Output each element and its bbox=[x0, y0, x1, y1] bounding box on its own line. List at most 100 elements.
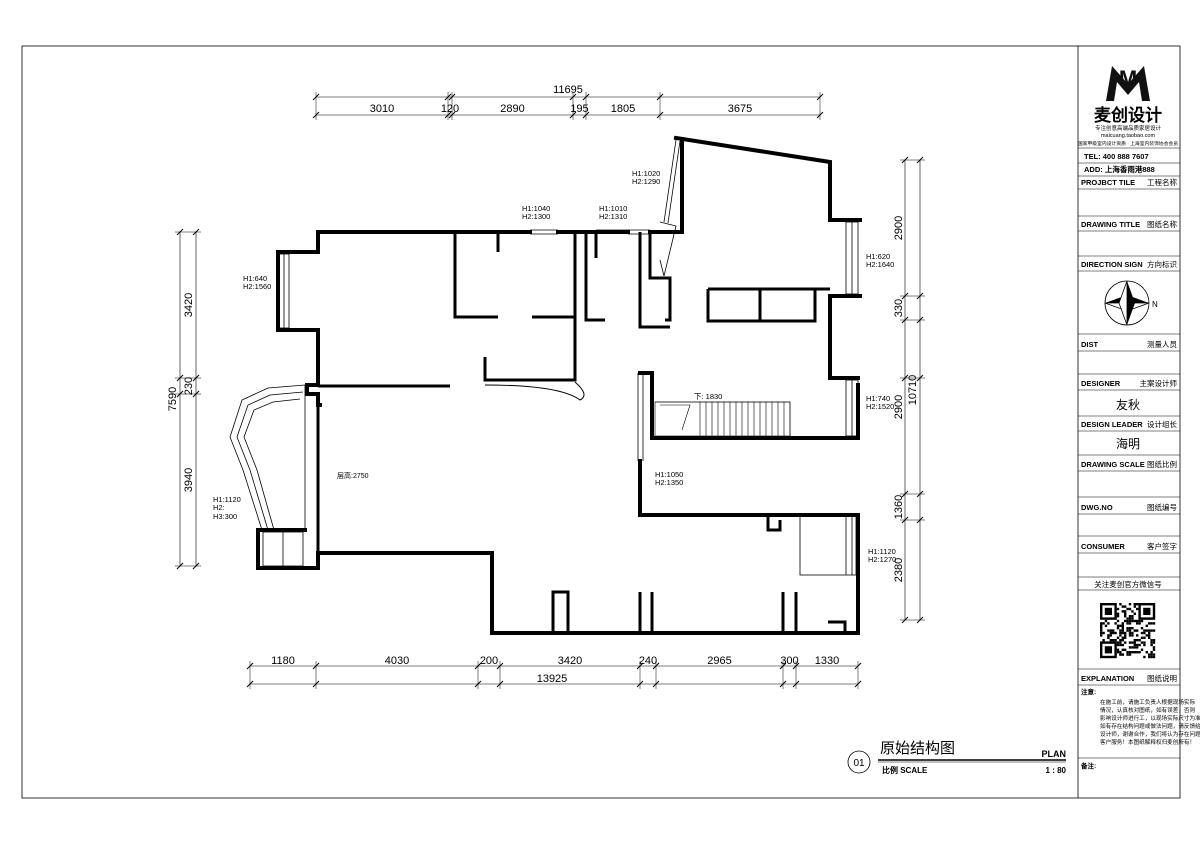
dim-overall-top: 11695 bbox=[553, 84, 583, 96]
note-line: 情况，认真核对图纸，如有误差，否则 bbox=[1100, 706, 1196, 714]
dist-cn: 测量人员 bbox=[1147, 340, 1177, 349]
brand-logo: M bbox=[1106, 66, 1150, 101]
note-line: 设计师，谢谢合作，我们将认为存在问题 bbox=[1100, 730, 1200, 738]
window-w4-h1: H1:1020 bbox=[632, 169, 660, 178]
door-swing bbox=[484, 381, 585, 401]
dim-bottom-segment: 200 bbox=[480, 655, 498, 667]
dim-top-segment: 3010 bbox=[370, 103, 394, 115]
dim-top-segment: 2890 bbox=[500, 103, 524, 115]
window-w3-h2: H2:1310 bbox=[599, 212, 627, 221]
brand-slogan: 专注创意高端品质家居设计 bbox=[1095, 124, 1162, 132]
note-line: 影响设计师进行工，以现场实际尺寸为准 bbox=[1100, 714, 1200, 722]
notes-title: 注意: bbox=[1081, 687, 1096, 696]
sheet-border bbox=[21, 45, 1181, 799]
window-w5-h1: H1:620 bbox=[866, 252, 890, 261]
designer-cn: 主案设计师 bbox=[1140, 378, 1178, 388]
window-w2-h1: H1:1040 bbox=[522, 204, 550, 213]
window-w7-h1: H1:1050 bbox=[655, 470, 683, 479]
window-w5-h2: H2:1640 bbox=[866, 260, 894, 269]
note-line: 如有存在结构问题或做法问题，请反馈给 bbox=[1100, 722, 1200, 730]
qr-code-icon bbox=[1098, 601, 1158, 661]
drawing-caption-title: 原始结构图 bbox=[880, 740, 955, 757]
drawing-scale-cn: 图纸比例 bbox=[1147, 459, 1177, 469]
ceiling-height-label: 层高:2750 bbox=[337, 471, 369, 480]
dim-bottom-segment: 240 bbox=[639, 655, 657, 667]
dim-top-segment: 195 bbox=[570, 103, 588, 115]
dim-left-segment: 3420 bbox=[183, 293, 195, 317]
window-w8-h1: H1:1120 bbox=[868, 547, 896, 556]
staircase bbox=[654, 401, 791, 437]
window-frames bbox=[262, 139, 859, 576]
north-label: N bbox=[1152, 300, 1158, 309]
dimension-lines bbox=[179, 96, 921, 685]
title-block-labels: TEL: 400 888 7607 ADD: 上海香雨港888 PROJBCT … bbox=[1081, 152, 1155, 683]
scale-value: 1 : 80 bbox=[1046, 766, 1067, 775]
drawing-scale-en: DRAWING SCALE bbox=[1081, 460, 1145, 469]
window-w9-h2: H2: bbox=[213, 503, 225, 512]
stair-label: 下: 1830 bbox=[694, 392, 722, 401]
explanation-en: EXPLANATION bbox=[1081, 674, 1134, 683]
dim-bottom-segment: 300 bbox=[780, 655, 798, 667]
dim-top-segment: 1805 bbox=[611, 103, 635, 115]
address-text: ADD: 上海香雨港888 bbox=[1084, 164, 1155, 174]
tel-text: TEL: 400 888 7607 bbox=[1084, 152, 1149, 161]
dim-right-segment: 2900 bbox=[893, 395, 905, 419]
plan-label: PLAN bbox=[1042, 749, 1067, 759]
remark-label: 备注: bbox=[1080, 761, 1096, 770]
dim-right-segment: 2380 bbox=[893, 558, 905, 582]
dim-top-segment: 120 bbox=[441, 103, 459, 115]
window-w6-h1: H1:740 bbox=[866, 394, 890, 403]
direction-sign-cn: 方向标识 bbox=[1147, 259, 1177, 269]
dim-bottom-segment: 1330 bbox=[815, 655, 839, 667]
brand-credential: 国家甲级室内设计资质 · 上海室内装饰协会会员 bbox=[1078, 140, 1178, 147]
dim-overall-bottom: 13925 bbox=[537, 673, 568, 685]
wechat-caption: 关注麦创官方微信号 bbox=[1094, 579, 1162, 589]
title-block-cn-labels: 工程名称 图纸名称 方向标识 测量人员 主案设计师 设计组长 图纸比例 图纸编号… bbox=[1140, 177, 1178, 683]
dim-left-segment: 230 bbox=[183, 377, 195, 395]
window-w4-h2: H2:1290 bbox=[632, 177, 660, 186]
title-block-rows bbox=[1078, 147, 1180, 759]
dim-overall-right: 10710 bbox=[907, 375, 919, 406]
bay-window-left bbox=[229, 384, 306, 531]
window-w1-h1: H1:640 bbox=[243, 274, 267, 283]
designer-name: 友秋 bbox=[1116, 398, 1140, 412]
dim-right-segment: 330 bbox=[893, 299, 905, 317]
project-title-cn: 工程名称 bbox=[1147, 177, 1177, 187]
drawing-number-circle bbox=[847, 750, 871, 774]
dim-top-segment: 3675 bbox=[728, 103, 752, 115]
dim-bottom-segment: 3420 bbox=[558, 655, 582, 667]
dim-bottom-segment: 2965 bbox=[707, 655, 731, 667]
window-w9-h3: H3:300 bbox=[213, 512, 237, 521]
design-leader-en: DESIGN LEADER bbox=[1081, 420, 1143, 429]
window-w9-h1: H1:1120 bbox=[213, 495, 241, 504]
dimension-ticks bbox=[175, 92, 925, 689]
window-w7-h2: H2:1350 bbox=[655, 478, 683, 487]
window-w2-h2: H2:1300 bbox=[522, 212, 550, 221]
scale-label: 比例 SCALE bbox=[882, 765, 928, 775]
north-arrow-icon bbox=[1104, 280, 1150, 326]
dwg-no-cn: 图纸编号 bbox=[1147, 502, 1177, 512]
drawing-number: 01 bbox=[853, 758, 865, 769]
window-w8-h2: H2:1270 bbox=[868, 555, 896, 564]
drawing-title-en: DRAWING TITLE bbox=[1081, 220, 1140, 229]
design-leader-cn: 设计组长 bbox=[1147, 419, 1177, 429]
consumer-cn: 客户签字 bbox=[1147, 541, 1177, 551]
interior-walls bbox=[316, 232, 847, 633]
dwg-no-en: DWG.NO bbox=[1081, 503, 1113, 512]
note-line: 客户服务！本图纸解释权归麦创所有！ bbox=[1100, 738, 1195, 746]
dim-bottom-segment: 1180 bbox=[271, 655, 295, 667]
brand-name: 麦创设计 bbox=[1094, 105, 1162, 125]
leader-name: 海明 bbox=[1116, 436, 1140, 451]
window-w1-h2: H2:1560 bbox=[243, 282, 271, 291]
dim-bottom-segment: 4030 bbox=[385, 655, 409, 667]
window-annotations: H1:640 H2:1560 H1:1040 H2:1300 H1:1010 H… bbox=[213, 169, 896, 564]
dim-left-segment: 3940 bbox=[183, 468, 195, 492]
designer-en: DESIGNER bbox=[1081, 379, 1121, 388]
explanation-cn: 图纸说明 bbox=[1147, 673, 1177, 683]
project-title-en: PROJBCT TILE bbox=[1081, 178, 1135, 187]
direction-sign-en: DIRECTION SIGN bbox=[1081, 260, 1143, 269]
dim-right-segment: 2900 bbox=[893, 216, 905, 240]
drawing-title-cn: 图纸名称 bbox=[1147, 219, 1177, 229]
